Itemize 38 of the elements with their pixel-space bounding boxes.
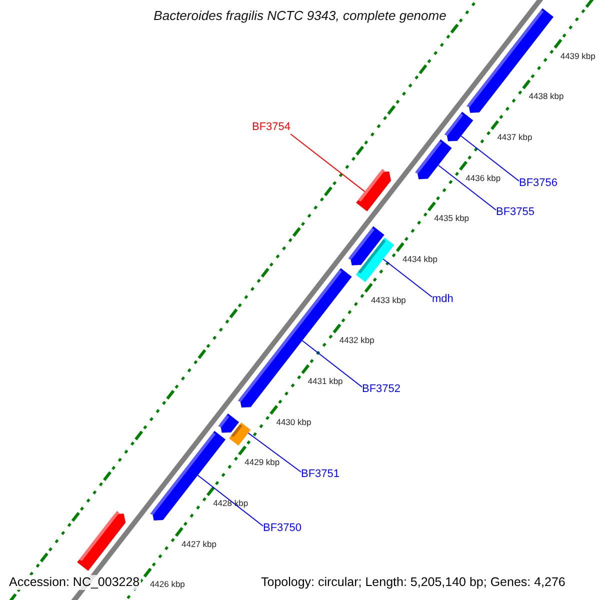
scale-label: 4431 kbp bbox=[308, 376, 343, 386]
gene-bar bbox=[218, 414, 240, 433]
leader-line bbox=[248, 432, 302, 472]
scale-label: 4432 kbp bbox=[339, 335, 374, 346]
gene-label: mdh bbox=[432, 293, 454, 306]
scale-label: 4428 kbp bbox=[213, 498, 248, 508]
gene-label: BF3754 bbox=[252, 121, 291, 134]
scale-label: 4427 kbp bbox=[182, 538, 216, 549]
scale-label: 4433 kbp bbox=[370, 294, 406, 305]
leader-line bbox=[290, 134, 366, 192]
gene-label: BF3755 bbox=[496, 206, 535, 219]
gene-bar bbox=[229, 422, 251, 446]
leader-line bbox=[460, 136, 520, 182]
scale-label: 4439 kbp bbox=[560, 50, 596, 61]
scale-label: 4430 kbp bbox=[276, 416, 312, 427]
gene-label: BF3751 bbox=[301, 468, 340, 481]
leader-line bbox=[302, 340, 362, 388]
gene-bar bbox=[356, 238, 394, 282]
gene-bar bbox=[77, 510, 126, 571]
map-title: Bacteroides fragilis NCTC 9343, complete genome bbox=[152, 8, 448, 23]
map-info: Accession: NC_003228 bbox=[8, 575, 141, 590]
scale-label: 4437 kbp bbox=[497, 132, 532, 142]
gene-label: BF3750 bbox=[263, 522, 302, 535]
map-info: Topology: circular; Length: 5,205,140 bp; Genes: 4,276 bbox=[260, 575, 566, 590]
gene-bar bbox=[444, 112, 474, 142]
scale-label: 4436 kbp bbox=[466, 172, 501, 183]
scale-label: 4438 kbp bbox=[528, 91, 564, 102]
gene-label: BF3752 bbox=[362, 383, 401, 396]
scale-label: 4434 kbp bbox=[402, 254, 438, 264]
gene-bar bbox=[356, 168, 392, 212]
scale-label: 4426 kbp bbox=[150, 579, 185, 590]
gene-label: BF3756 bbox=[519, 177, 558, 190]
leader-line bbox=[382, 258, 432, 298]
gene-bar bbox=[414, 139, 452, 180]
scale-label: 4429 kbp bbox=[244, 457, 280, 468]
leader-line bbox=[197, 474, 264, 526]
leader-line bbox=[438, 164, 496, 210]
scale-label: 4435 kbp bbox=[434, 213, 470, 224]
